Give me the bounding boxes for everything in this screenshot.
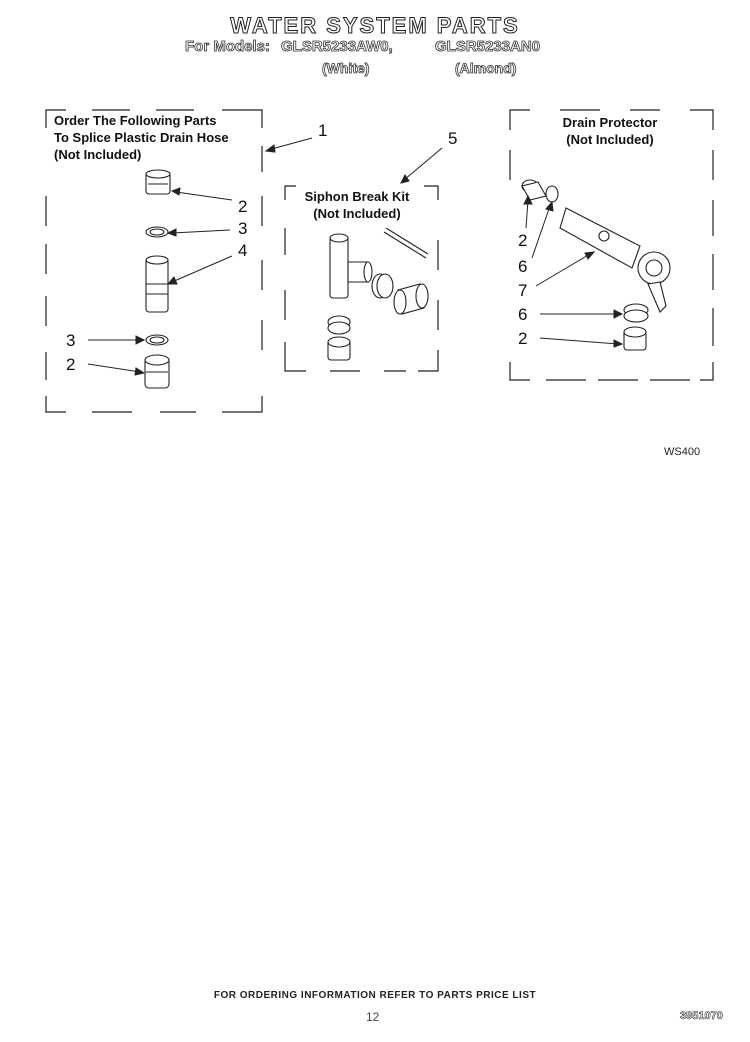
leader-3a bbox=[166, 228, 231, 237]
leader-5 bbox=[400, 147, 443, 184]
part-siphon-ring bbox=[327, 315, 351, 335]
drain-hose-label-line2: To Splice Plastic Drain Hose bbox=[54, 130, 229, 145]
leader-2d bbox=[539, 337, 624, 348]
models-prefix: For Models: bbox=[185, 38, 271, 56]
leader-6b bbox=[540, 309, 624, 319]
part-coupling bbox=[145, 255, 169, 313]
drain-protector-label-line2: (Not Included) bbox=[566, 132, 654, 147]
part-siphon-adapter bbox=[393, 283, 429, 315]
part-clamp-top bbox=[145, 226, 169, 238]
part-siphon-tee bbox=[329, 233, 373, 299]
part-hose-connector-bottom bbox=[144, 354, 170, 389]
leader-3b bbox=[88, 335, 146, 345]
part-protector-cap-bottom bbox=[623, 326, 647, 351]
siphon-box bbox=[284, 185, 439, 372]
drain-protector-label-line1: Drain Protector bbox=[562, 115, 658, 130]
page-header: WATER SYSTEM PARTS bbox=[0, 13, 750, 38]
part-protector-body bbox=[559, 207, 671, 313]
part-protector-ring-top bbox=[545, 185, 559, 203]
callout-5: 5 bbox=[448, 129, 458, 148]
siphon-label-line2: (Not Included) bbox=[313, 206, 401, 221]
page-number: 12 bbox=[366, 1010, 380, 1024]
callout-3-top: 3 bbox=[238, 219, 248, 238]
leader-1 bbox=[264, 137, 313, 153]
drain-hose-box bbox=[45, 109, 263, 413]
part-siphon-cap bbox=[327, 336, 351, 361]
part-clamp-bottom bbox=[145, 334, 169, 346]
part-protector-cap-top bbox=[521, 179, 547, 201]
page-title: WATER SYSTEM PARTS bbox=[230, 13, 520, 38]
callout-7: 7 bbox=[518, 281, 528, 300]
leader-2b bbox=[87, 363, 146, 376]
leader-2c bbox=[523, 194, 533, 229]
callout-2-protector-top: 2 bbox=[518, 231, 528, 250]
callout-1: 1 bbox=[318, 121, 328, 140]
leader-2a bbox=[170, 187, 233, 201]
leader-7 bbox=[535, 251, 596, 287]
part-siphon-strap bbox=[383, 227, 429, 259]
callout-2-top: 2 bbox=[238, 197, 248, 216]
ordering-note: FOR ORDERING INFORMATION REFER TO PARTS … bbox=[213, 990, 537, 1001]
siphon-label: Siphon Break Kit (Not Included) bbox=[287, 188, 427, 222]
model-number-1: GLSR5233AW0, bbox=[281, 38, 394, 56]
part-hose-connector-top bbox=[145, 169, 171, 195]
callout-4: 4 bbox=[238, 241, 248, 260]
drain-protector-box bbox=[509, 109, 714, 381]
callout-2-protector-bottom: 2 bbox=[518, 329, 528, 348]
figure-code: WS400 bbox=[664, 446, 701, 458]
siphon-label-line1: Siphon Break Kit bbox=[304, 189, 410, 204]
leader-6a bbox=[531, 200, 554, 259]
callout-6-protector-top: 6 bbox=[518, 257, 528, 276]
callout-6-protector-bottom: 6 bbox=[518, 305, 528, 324]
part-protector-ring-bottom bbox=[623, 303, 649, 323]
drain-hose-label: Order The Following Parts To Splice Plas… bbox=[54, 112, 229, 163]
drain-protector-label: Drain Protector (Not Included) bbox=[540, 114, 680, 148]
model-number-2: GLSR5233AN0 bbox=[435, 38, 541, 56]
callout-3-bottom: 3 bbox=[66, 331, 76, 350]
part-siphon-nut bbox=[371, 273, 394, 299]
drain-hose-label-line1: Order The Following Parts bbox=[54, 113, 217, 128]
drain-hose-label-line3: (Not Included) bbox=[54, 147, 142, 162]
leader-4 bbox=[166, 255, 233, 285]
callout-2-bottom: 2 bbox=[66, 355, 76, 374]
variant-1: (White) bbox=[322, 60, 370, 77]
document-number: 3951070 bbox=[680, 1010, 723, 1023]
variant-2: (Almond) bbox=[455, 60, 517, 77]
